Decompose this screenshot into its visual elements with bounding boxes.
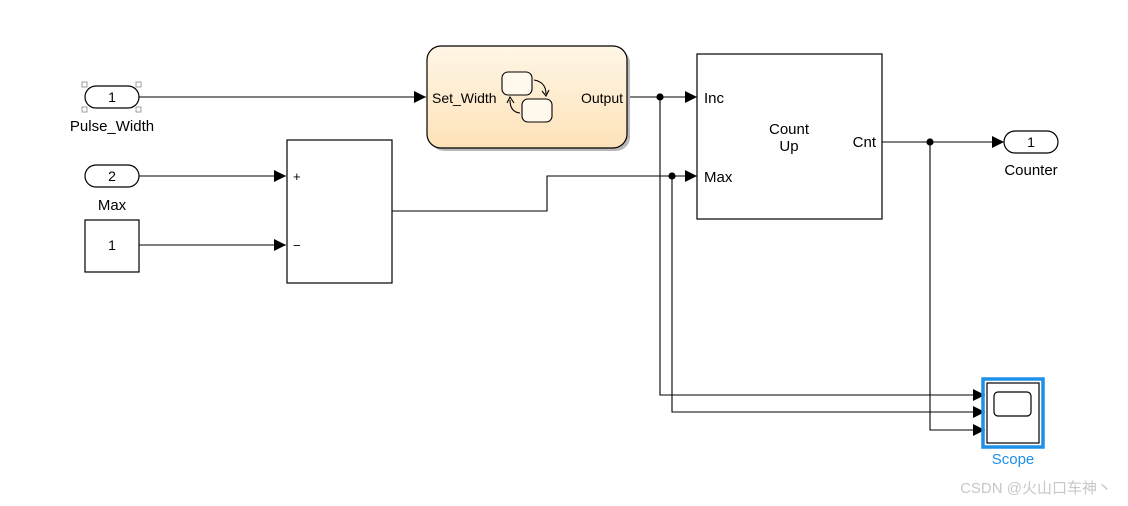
chart-block-shape[interactable] <box>426 45 628 149</box>
chart-output-label: Output <box>581 90 623 106</box>
constant-block-shape[interactable] <box>84 219 140 273</box>
counter-inc-label: Inc <box>704 90 725 107</box>
outport-counter-number: 1 <box>1027 134 1035 150</box>
inport-max[interactable]: 2 Max <box>84 164 140 214</box>
outport-counter-shape[interactable] <box>1003 130 1059 154</box>
counter-cnt-label: Cnt <box>853 134 877 151</box>
signal-max-to-scope[interactable] <box>671 176 985 418</box>
stateflow-chart-block[interactable]: Set_Width Output <box>426 45 630 151</box>
outport-counter-label: Counter <box>1004 162 1057 179</box>
sum-plus-sign: + <box>293 169 301 184</box>
counter-block-shape[interactable] <box>696 53 883 220</box>
constant-value: 1 <box>108 237 116 253</box>
inport-pulse-width-shape[interactable] <box>84 85 140 109</box>
stateflow-icon <box>501 71 553 123</box>
constant-block[interactable]: 1 <box>84 219 140 273</box>
counter-block[interactable]: Inc Max Cnt Count Up <box>696 53 883 220</box>
scope-selection-outline <box>981 377 1045 449</box>
scope-screen-icon <box>993 391 1032 417</box>
outport-counter[interactable]: 1 Counter <box>1003 130 1059 179</box>
inport-pulse-width-number: 1 <box>108 89 116 105</box>
inport-max-number: 2 <box>108 168 116 184</box>
counter-title-line1: Count <box>769 121 810 138</box>
signal-sum-to-counter-max[interactable] <box>392 170 697 212</box>
sum-minus-sign: − <box>293 238 301 253</box>
inport-max-label: Max <box>98 197 127 214</box>
signal-lines <box>139 91 1004 436</box>
scope-label: Scope <box>992 451 1035 468</box>
scope-block[interactable]: Scope <box>981 377 1045 468</box>
counter-max-label: Max <box>704 169 733 186</box>
branch-point-max <box>668 172 676 180</box>
chart-input-label: Set_Width <box>432 90 497 106</box>
sum-block-shape[interactable] <box>286 139 393 284</box>
branch-point-cnt <box>926 138 934 146</box>
selection-handles[interactable] <box>81 81 142 113</box>
inport-pulse-width-label: Pulse_Width <box>70 118 154 135</box>
signal-output-to-scope[interactable] <box>659 97 985 401</box>
branch-points <box>656 93 934 180</box>
watermark: CSDN @火山口车神丶 <box>960 480 1112 497</box>
sum-block[interactable]: + − <box>286 139 393 284</box>
signal-cnt-to-scope[interactable] <box>929 142 985 436</box>
branch-point-output <box>656 93 664 101</box>
inport-max-shape[interactable] <box>84 164 140 188</box>
inport-pulse-width[interactable]: 1 Pulse_Width <box>70 81 154 135</box>
counter-title-line2: Up <box>779 138 798 155</box>
